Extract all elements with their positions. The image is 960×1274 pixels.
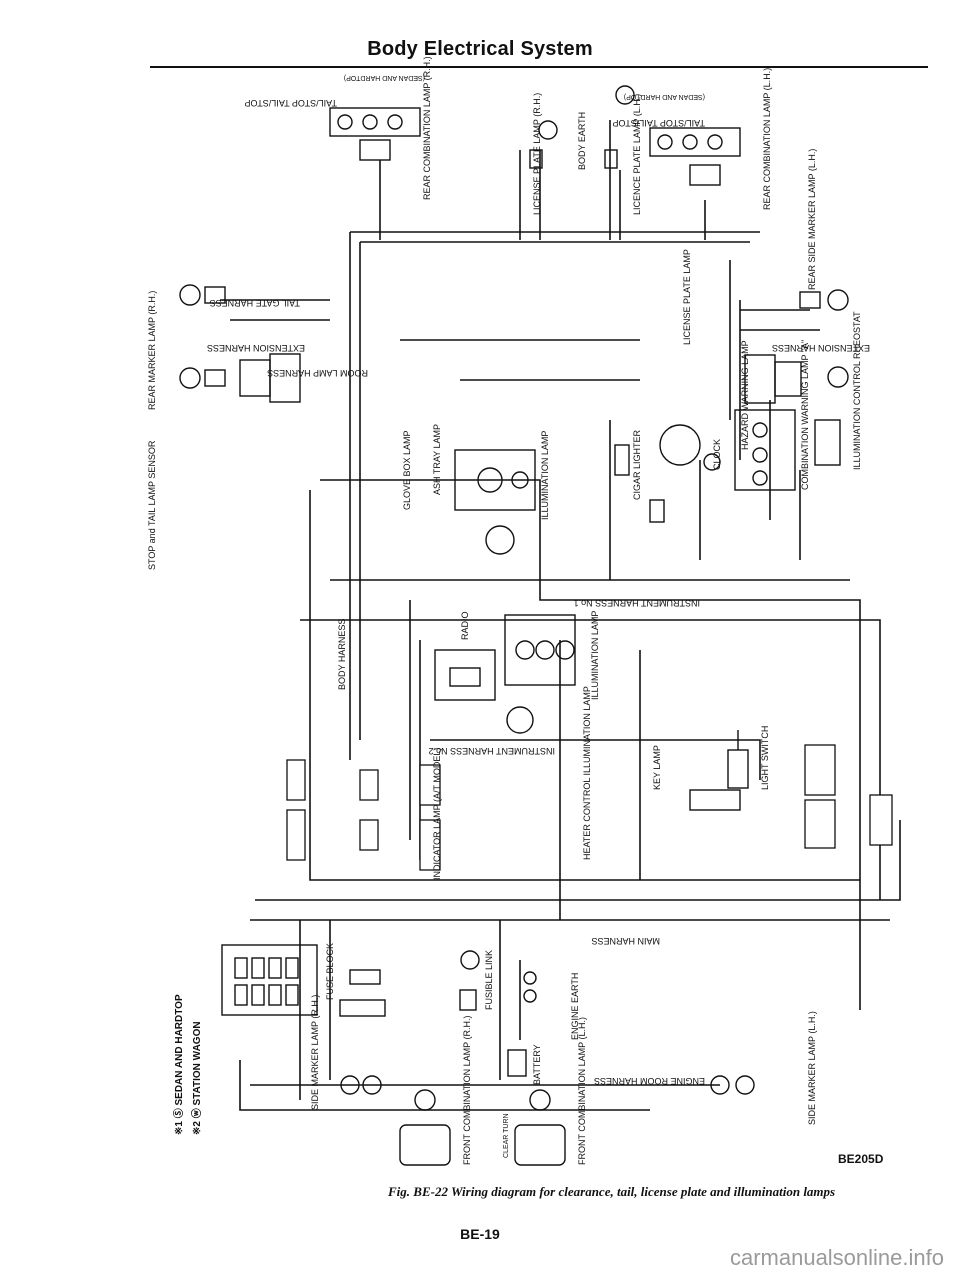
label-license-plate-lamp: LICENSE PLATE LAMP xyxy=(682,249,692,345)
label-hazard-warning: HAZARD WARNING LAMP xyxy=(740,340,750,450)
label-side-marker-lh: SIDE MARKER LAMP (L.H.) xyxy=(807,1011,817,1125)
label-extension-harness-r: EXTENSION HARNESS xyxy=(207,343,305,353)
rear-marker-lamps xyxy=(179,284,849,389)
label-combination-warning: COMBINATION WARNING LAMP "A" xyxy=(800,340,810,490)
front-combination-lamps xyxy=(340,1075,755,1166)
label-ash-tray-lamp: ASH TRAY LAMP xyxy=(432,424,442,495)
label-battery: BATTERY xyxy=(532,1044,542,1085)
label-indicator-lamp: INDICATOR LAMP (A/T MODEL) xyxy=(432,748,442,880)
label-body-harness: BODY HARNESS xyxy=(337,619,347,690)
harness-connectors xyxy=(286,744,893,871)
label-illumination-lamp-2: ILLUMINATION LAMP xyxy=(590,611,600,700)
license-plate-lamps xyxy=(529,85,635,169)
label-room-lamp-harness: ROOM LAMP HARNESS xyxy=(267,368,368,378)
page-number: BE-19 xyxy=(460,1226,500,1242)
radio-unit xyxy=(434,614,576,734)
figure-code: BE205D xyxy=(838,1152,884,1166)
light-switch xyxy=(689,730,749,811)
label-rear-combination-rh: REAR COMBINATION LAMP (R.H.) xyxy=(422,56,432,200)
page-title: Body Electrical System xyxy=(367,38,593,60)
label-glove-box-lamp: GLOVE BOX LAMP xyxy=(402,430,412,510)
label-license-plate-lh: LICENCE PLATE LAMP (L.H.) xyxy=(632,94,642,215)
label-instrument-harness-2: INSTRUMENT HARNESS No.2 xyxy=(429,746,555,756)
label-radio: RADIO xyxy=(460,611,470,640)
label-body-earth: BODY EARTH xyxy=(577,112,587,170)
figure-caption: Fig. BE-22 Wiring diagram for clearance,… xyxy=(388,1184,836,1199)
label-rear-side-marker-lh: REAR SIDE MARKER LAMP (L.H.) xyxy=(807,149,817,290)
label-cigar-lighter: CIGAR LIGHTER xyxy=(632,429,642,500)
label-clear-turn: CLEAR TURN xyxy=(503,1113,510,1158)
label-engine-earth: ENGINE EARTH xyxy=(570,973,580,1040)
label-light-switch: LIGHT SWITCH xyxy=(760,726,770,790)
instrument-cluster xyxy=(454,409,841,555)
label-clock: CLOCK xyxy=(712,439,722,470)
label-illumination-lamp: ILLUMINATION LAMP xyxy=(540,431,550,520)
label-fuse-block: FUSE BLOCK xyxy=(325,943,335,1000)
legend-line-2: ※2 ⓦ STATION WAGON xyxy=(192,1021,203,1135)
label-sedan-hardtop-r: (SEDAN AND HARDTOP) xyxy=(344,74,425,81)
label-license-plate-rh: LICENSE PLATE LAMP (R.H.) xyxy=(532,93,542,215)
label-tail-gate-harness: TAIL GATE HARNESS xyxy=(210,298,300,308)
legend-line-1: ※1 Ⓢ SEDAN AND HARDTOP xyxy=(174,994,185,1135)
label-stop-tail-sensor: STOP and TAIL LAMP SENSOR xyxy=(147,440,157,570)
legend: ※1 Ⓢ SEDAN AND HARDTOP ※2 ⓦ STATION WAGO… xyxy=(160,994,203,1140)
rear-combination-lamp-rh xyxy=(329,107,421,161)
rear-combination-lamp-lh xyxy=(649,127,741,186)
label-main-harness: MAIN HARNESS xyxy=(591,936,660,946)
label-key-lamp: KEY LAMP xyxy=(652,745,662,790)
label-side-marker-rh: SIDE MARKER LAMP (R.H.) xyxy=(310,995,320,1110)
battery xyxy=(459,950,537,1077)
label-front-combination-rh: FRONT COMBINATION LAMP (R.H.) xyxy=(462,1015,472,1165)
label-engine-room-harness: ENGINE ROOM HARNESS xyxy=(594,1076,705,1086)
label-rear-combination-lh: REAR COMBINATION LAMP (L.H.) xyxy=(762,68,772,210)
label-heater-control: HEATER CONTROL ILLUMINATION LAMP xyxy=(582,686,592,860)
header-rule xyxy=(150,66,928,68)
label-tail-stop-lh: TAIL/STOP TAIL/STOP xyxy=(612,118,705,128)
label-illumination-rheostat: ILLUMINATION CONTROL RHEOSTAT xyxy=(852,311,862,470)
extension-harness-connectors xyxy=(239,353,802,404)
label-rear-marker-rh: REAR MARKER LAMP (R.H.) xyxy=(147,291,157,410)
label-extension-harness-l: EXTENSION HARNESS xyxy=(772,343,870,353)
label-sedan-hardtop-l: (SEDAN AND HARDTOP) xyxy=(624,93,705,100)
label-instrument-harness-1: INSTRUMENT HARNESS No.1 xyxy=(574,598,700,608)
label-tail-stop-rh: TAIL/STOP TAIL/STOP xyxy=(244,98,337,108)
watermark: carmanualsonline.info xyxy=(729,1245,944,1270)
label-front-combination-lh: FRONT COMBINATION LAMP (L.H.) xyxy=(577,1017,587,1165)
fuse-block xyxy=(221,944,386,1017)
label-fusible-link: FUSIBLE LINK xyxy=(484,950,494,1010)
